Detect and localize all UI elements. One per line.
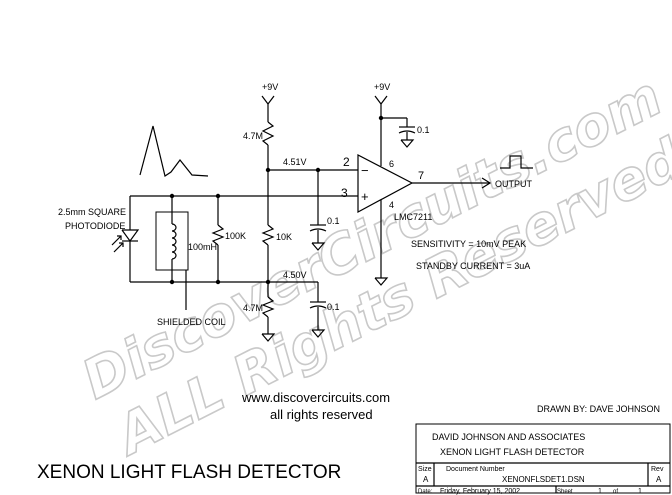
title-block-sheet-label: Sheet xyxy=(557,489,573,495)
title-block-project: XENON LIGHT FLASH DETECTOR xyxy=(440,447,585,457)
supply-9v-left-label: +9V xyxy=(262,82,278,92)
rights-text: all rights reserved xyxy=(270,407,373,422)
title-block-docnum-value: XENONFLSDET1.DSN xyxy=(502,475,585,484)
title-block xyxy=(415,423,671,494)
op-amp-plus-sign: + xyxy=(361,189,369,204)
supply-9v-left xyxy=(261,95,275,122)
supply-9v-right-label: +9V xyxy=(374,82,390,92)
title-block-docnum-label: Document Number xyxy=(446,466,505,473)
capacitor-0-1-bottom xyxy=(309,282,327,338)
title-block-sheet-value: 1 xyxy=(598,488,602,495)
resistor-100k xyxy=(211,196,225,282)
title-block-size-label: Size xyxy=(418,466,432,473)
resistor-10k xyxy=(261,170,275,282)
drawn-by-text: DRAWN BY: DAVE JOHNSON xyxy=(537,404,660,414)
shielded-coil-label: SHIELDED COIL xyxy=(157,317,226,327)
resistor-4-7m-bottom xyxy=(261,282,276,342)
resistor-10k-label: 10K xyxy=(276,232,292,242)
title-block-of-label: of xyxy=(613,489,618,495)
capacitor-0-1-mid xyxy=(309,170,327,251)
output-label: OUTPUT xyxy=(495,179,533,189)
resistor-4-7m-bottom-label: 4.7M xyxy=(243,303,263,313)
op-amp-part-label: LMC7211 xyxy=(394,212,432,222)
pin-7-label: 7 xyxy=(418,170,424,182)
input-pulse-waveform xyxy=(139,125,209,177)
resistor-4-7m-top xyxy=(261,121,275,170)
junction-dot xyxy=(378,115,384,121)
coil-shield xyxy=(155,211,189,271)
resistor-4-7m-top-label: 4.7M xyxy=(243,131,263,141)
photodiode-label-line-1: 2.5mm SQUARE xyxy=(58,207,126,217)
pin-4-label: 4 xyxy=(389,200,394,210)
capacitor-0-1-bottom-label: 0.1 xyxy=(327,302,340,312)
pin-2-label: 2 xyxy=(343,155,350,169)
website-text: www.discovercircuits.com xyxy=(241,390,390,405)
node-voltage-4-50v: 4.50V xyxy=(283,270,307,280)
title-block-rev-value: A xyxy=(656,475,662,484)
standby-current-note: STANDBY CURRENT = 3uA xyxy=(416,261,530,271)
photodiode xyxy=(111,196,140,282)
capacitor-0-1-mid-label: 0.1 xyxy=(327,216,340,226)
title-block-date-value: Friday, February 15, 2002 xyxy=(440,488,520,495)
node-voltage-4-51v: 4.51V xyxy=(283,157,307,167)
output-pulse-waveform xyxy=(500,155,533,169)
photodiode-label-line-2: PHOTODIODE xyxy=(65,221,125,231)
title-block-of-value: 1 xyxy=(638,488,642,495)
capacitor-0-1-supply-label: 0.1 xyxy=(417,125,430,135)
supply-9v-right xyxy=(374,95,416,148)
resistor-100k-label: 100K xyxy=(225,231,246,241)
diagram-title: XENON LIGHT FLASH DETECTOR xyxy=(37,462,341,483)
sensitivity-note: SENSITIVITY = 10mV PEAK xyxy=(411,239,526,249)
pin-3-label: 3 xyxy=(341,186,348,200)
op-amp-minus-sign: − xyxy=(361,163,369,178)
pin-6-label: 6 xyxy=(389,159,394,169)
inductor-100mh-label: 100mH xyxy=(188,242,217,252)
op-amp-lmc7211 xyxy=(357,118,492,286)
title-block-company: DAVID JOHNSON AND ASSOCIATES xyxy=(432,432,585,442)
title-block-date-label: Date: xyxy=(418,489,433,495)
title-block-rev-label: Rev xyxy=(651,466,664,473)
inductor-100mh xyxy=(171,196,177,282)
title-block-size-value: A xyxy=(423,475,429,484)
